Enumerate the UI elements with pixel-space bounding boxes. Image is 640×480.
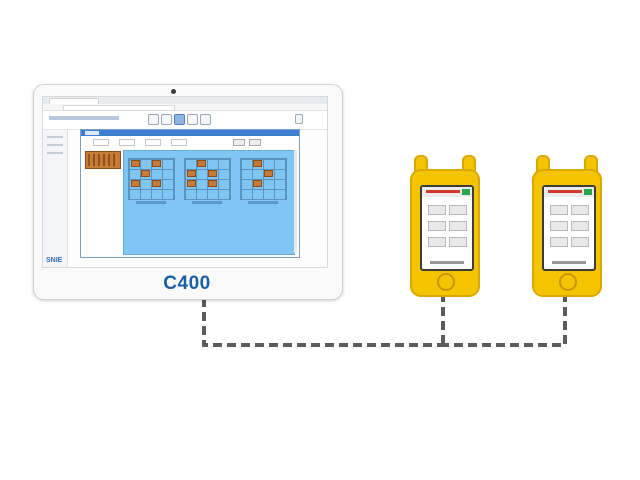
form-field-1[interactable] xyxy=(93,139,109,146)
device-screen xyxy=(420,185,474,271)
device-button[interactable] xyxy=(449,221,467,231)
grid-caption xyxy=(136,201,166,204)
handheld-device-1 xyxy=(410,155,480,297)
grid-caption xyxy=(248,201,278,204)
nav-button-2[interactable] xyxy=(161,114,172,125)
nav-button-5[interactable] xyxy=(200,114,211,125)
zone-grid-1 xyxy=(128,158,175,200)
zone-cell[interactable] xyxy=(264,170,273,177)
zone-cell[interactable] xyxy=(197,160,206,167)
zone-panel xyxy=(123,150,295,255)
zone-cell[interactable] xyxy=(131,160,140,167)
device-button[interactable] xyxy=(571,205,589,215)
form-field-2[interactable] xyxy=(119,139,135,146)
device-button[interactable] xyxy=(550,221,568,231)
user-icon[interactable] xyxy=(295,114,303,124)
zone-cell[interactable] xyxy=(152,160,161,167)
knob-icon[interactable] xyxy=(559,273,577,291)
zone-grid-3 xyxy=(240,158,287,200)
form-field-3[interactable] xyxy=(145,139,161,146)
device-title xyxy=(548,190,582,193)
sidebar-item[interactable] xyxy=(47,136,63,138)
status-indicator xyxy=(584,189,592,195)
address-bar xyxy=(43,104,327,111)
panel-scrollbar[interactable] xyxy=(294,150,297,253)
device-footer xyxy=(430,261,464,264)
zone-grid-2 xyxy=(184,158,231,200)
grid-caption xyxy=(192,201,222,204)
cable-tablet xyxy=(202,298,443,347)
zone-cell[interactable] xyxy=(152,180,161,187)
status-indicator xyxy=(462,189,470,195)
sidebar-item[interactable] xyxy=(47,144,63,146)
controller-block[interactable] xyxy=(85,151,121,169)
zone-cell[interactable] xyxy=(253,180,262,187)
brand-logo: SNIE xyxy=(46,257,63,264)
zone-cell[interactable] xyxy=(141,170,150,177)
nav-button-active[interactable] xyxy=(174,114,185,125)
device-title xyxy=(426,190,460,193)
tablet-screen: SNIE xyxy=(42,96,328,268)
query-button[interactable] xyxy=(233,139,245,146)
device-button[interactable] xyxy=(428,205,446,215)
form-field-4[interactable] xyxy=(171,139,187,146)
dialog-title-bar xyxy=(81,130,299,136)
nav-button-4[interactable] xyxy=(187,114,198,125)
device-screen xyxy=(542,185,596,271)
zone-cell[interactable] xyxy=(208,180,217,187)
form-row xyxy=(85,139,295,146)
app-header xyxy=(43,111,327,130)
camera-icon xyxy=(171,89,176,94)
device-button[interactable] xyxy=(449,205,467,215)
zone-cell[interactable] xyxy=(187,170,196,177)
device-button[interactable] xyxy=(449,237,467,247)
controller-terminals xyxy=(88,154,118,166)
zone-cell[interactable] xyxy=(187,180,196,187)
sidebar-item[interactable] xyxy=(47,152,63,154)
cable-device-2 xyxy=(443,293,567,347)
dialog-title xyxy=(85,131,99,135)
app-title xyxy=(49,116,119,120)
reset-button[interactable] xyxy=(249,139,261,146)
nav-button-1[interactable] xyxy=(148,114,159,125)
knob-icon[interactable] xyxy=(437,273,455,291)
sidebar xyxy=(43,130,68,267)
device-button[interactable] xyxy=(550,237,568,247)
handheld-device-2 xyxy=(532,155,602,297)
zone-cell[interactable] xyxy=(208,170,217,177)
device-button[interactable] xyxy=(571,237,589,247)
device-button[interactable] xyxy=(428,221,446,231)
device-screen-header xyxy=(422,187,472,197)
device-button[interactable] xyxy=(550,205,568,215)
zone-cell[interactable] xyxy=(131,180,140,187)
config-dialog xyxy=(80,129,300,258)
device-footer xyxy=(552,261,586,264)
device-screen-header xyxy=(544,187,594,197)
device-button[interactable] xyxy=(571,221,589,231)
model-label: C400 xyxy=(163,273,211,294)
url-input[interactable] xyxy=(63,105,175,111)
device-button[interactable] xyxy=(428,237,446,247)
browser-tab[interactable] xyxy=(49,98,99,105)
zone-cell[interactable] xyxy=(253,160,262,167)
